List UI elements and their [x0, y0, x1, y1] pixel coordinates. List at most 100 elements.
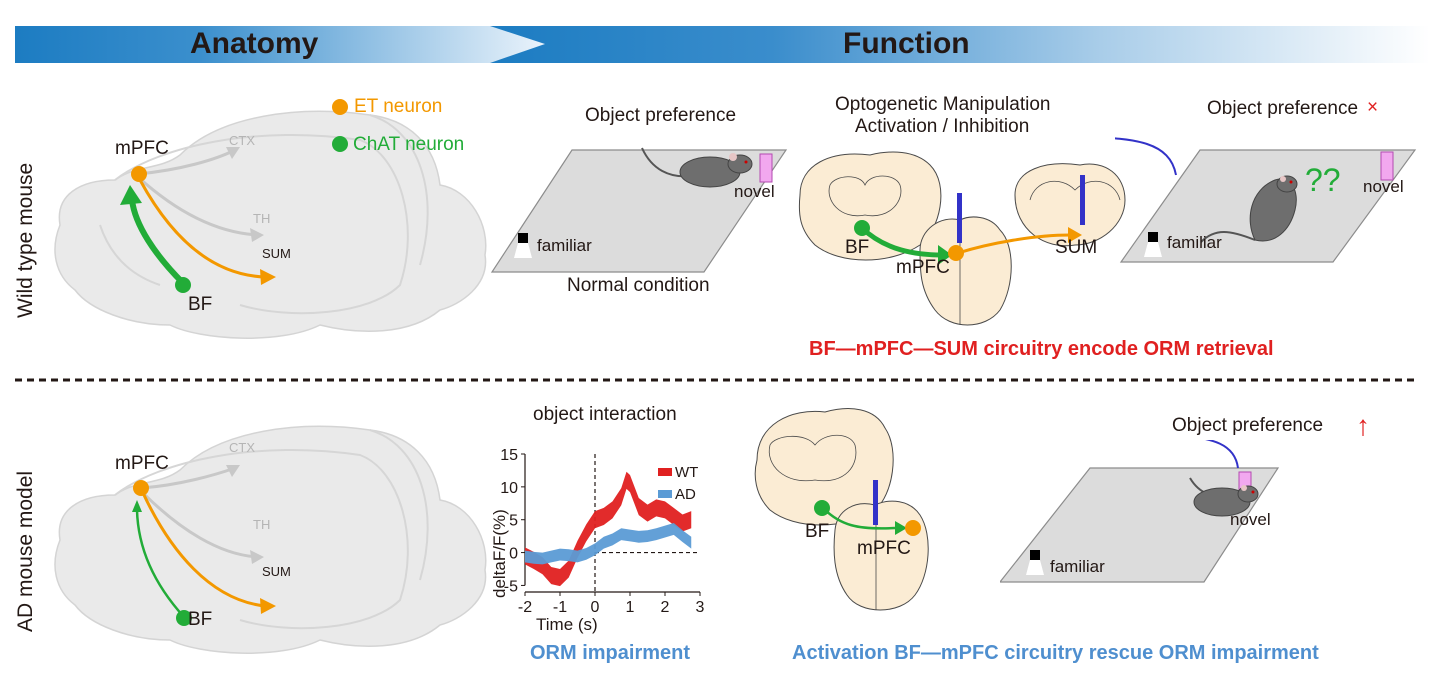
ad-opto-diagram — [754, 408, 929, 611]
x-tick-label: 0 — [591, 599, 600, 616]
legend-swatch-wt — [658, 468, 672, 476]
novel-object — [759, 153, 773, 183]
mpfc-to-ctx-arrow — [137, 148, 236, 176]
wt-th-label: TH — [253, 211, 271, 226]
mpfc-to-th-arrow — [140, 490, 259, 559]
bf-to-mpfc-arrowhead — [120, 185, 142, 205]
header-band — [15, 26, 1430, 63]
impaired-familiar-label: familiar — [1167, 233, 1222, 252]
opto-bf-label: BF — [845, 237, 870, 258]
rescued-up-arrow-icon: ↑ — [1356, 410, 1370, 441]
ad-opto-bf-label: BF — [805, 521, 830, 542]
legend-dots — [332, 99, 348, 152]
bf-dot — [854, 220, 870, 236]
wt-ctx-label: CTX — [229, 133, 255, 148]
mpfc-to-th-arrow — [136, 175, 259, 237]
ad-brain-diagram — [54, 425, 487, 654]
wt-brain-diagram — [54, 110, 487, 339]
rescued-novel-label: novel — [1230, 510, 1271, 529]
bf-coronal-section — [754, 408, 894, 526]
bf-dot — [814, 500, 830, 516]
x-tick-label: 2 — [661, 599, 670, 616]
function-band — [490, 26, 1430, 63]
x-tick-label: -1 — [553, 599, 567, 616]
wt-mpfc-label: mPFC — [115, 138, 169, 159]
legend-label-ad: AD — [675, 486, 696, 503]
sum-optic-fiber — [1080, 175, 1085, 225]
rescued-familiar-label: familiar — [1050, 557, 1105, 576]
legend-label-wt: WT — [675, 464, 698, 481]
mpfc-et-neuron-dot — [131, 166, 147, 182]
wt-bf-label: BF — [188, 294, 213, 315]
question-marks: ?? — [1305, 162, 1341, 198]
wt-conclusion: BF—mPFC—SUM circuitry encode ORM retriev… — [809, 338, 1274, 360]
sum-arrowhead — [260, 269, 276, 285]
y-tick-label: 5 — [509, 513, 518, 530]
bf-to-mpfc-arrowhead — [132, 500, 142, 512]
normal-familiar-label: familiar — [537, 236, 592, 255]
familiar-object-top — [1148, 232, 1158, 242]
normal-novel-label: novel — [734, 182, 775, 201]
mpfc-to-sum-arrow — [138, 179, 266, 279]
ad-conclusion: Activation BF—mPFC circuitry rescue ORM … — [792, 642, 1319, 664]
th-arrowhead — [250, 550, 264, 564]
mouse-icon — [641, 147, 753, 188]
mpfc-optic-fiber — [957, 193, 962, 243]
wt-sum-label: SUM — [262, 246, 291, 261]
anatomy-header: Anatomy — [190, 27, 319, 60]
impaired-cross-icon: × — [1367, 97, 1379, 118]
brain-outline — [54, 425, 487, 654]
normal-arena — [490, 147, 788, 273]
bf-chat-neuron-dot — [175, 277, 191, 293]
wild-type-row-label: Wild type mouse — [14, 162, 37, 318]
wt-opto-diagram — [798, 151, 1126, 326]
et-neuron-legend: ET neuron — [354, 96, 443, 117]
brain-outline — [54, 110, 487, 339]
opto-title-line2: Activation / Inhibition — [855, 116, 1030, 137]
bf-to-mpfc-arrow — [860, 226, 943, 258]
mpfc-to-sum-arrow — [142, 494, 266, 608]
mpfc-optic-fiber — [873, 480, 878, 525]
sum-arrowhead — [260, 598, 276, 614]
ad-bf-label: BF — [188, 609, 213, 630]
legend-swatch-ad — [658, 490, 672, 498]
ad-mpfc-label: mPFC — [115, 453, 169, 474]
novel-object — [1380, 151, 1394, 181]
row-divider — [15, 378, 1415, 382]
optic-fiber-cable — [1205, 440, 1239, 469]
familiar-object-base — [1144, 242, 1162, 257]
y-tick-label: 10 — [500, 480, 518, 497]
ctx-arrowhead — [226, 147, 240, 159]
opto-mpfc-label: mPFC — [896, 257, 950, 278]
opto-sum-label: SUM — [1055, 237, 1098, 258]
bf-chat-neuron-dot — [176, 610, 192, 626]
ad-th-label: TH — [253, 517, 271, 532]
rescued-arena — [1000, 440, 1280, 583]
brain-contours — [114, 429, 429, 630]
mpfc-dot — [948, 245, 964, 261]
impaired-novel-label: novel — [1363, 177, 1404, 196]
opto-title-line1: Optogenetic Manipulation — [835, 94, 1051, 115]
familiar-object-base — [1026, 560, 1044, 575]
bf-to-mpfc-arrow — [135, 509, 185, 618]
ad-sum-label: SUM — [262, 564, 291, 579]
et-legend-dot — [332, 99, 348, 115]
normal-condition-caption: Normal condition — [567, 275, 710, 296]
impaired-object-preference-title: Object preference — [1207, 98, 1359, 119]
chart-caption: ORM impairment — [530, 642, 691, 664]
ad-ctx-label: CTX — [229, 440, 255, 455]
familiar-object-top — [518, 233, 528, 243]
familiar-object-base — [514, 243, 532, 258]
mpfc-to-sum-arrow — [957, 233, 1071, 255]
x-tick-label: 3 — [696, 599, 705, 616]
chart-ylabel: deltaF/F(%) — [490, 509, 509, 598]
bf-to-mpfc-arrowhead — [938, 245, 952, 265]
series-band-ad — [525, 523, 692, 565]
mpfc-et-neuron-dot — [133, 480, 149, 496]
function-header: Function — [843, 27, 970, 60]
mouse-icon — [1200, 175, 1298, 243]
th-arrowhead — [250, 228, 264, 242]
mpfc-dot — [905, 520, 921, 536]
chat-legend-dot — [332, 136, 348, 152]
